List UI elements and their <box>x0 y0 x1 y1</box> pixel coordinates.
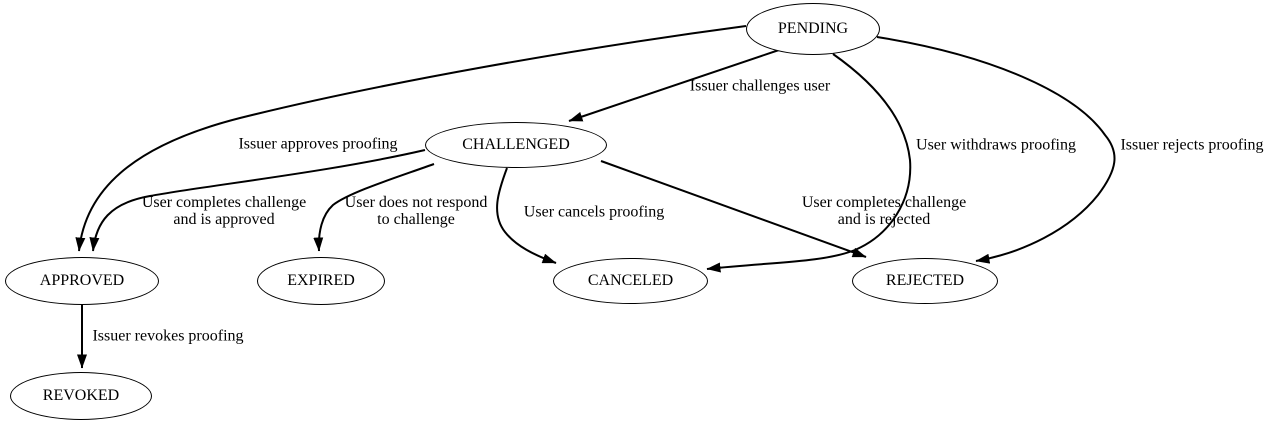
node-expired: EXPIRED <box>257 257 385 305</box>
node-revoked: REVOKED <box>10 372 152 420</box>
edge-label-line1: User completes challenge <box>141 194 307 211</box>
node-pending: PENDING <box>746 3 880 55</box>
edge-label-text: Issuer challenges user <box>689 77 831 95</box>
node-rejected: REJECTED <box>852 258 998 304</box>
edge-pending-rejected <box>876 36 1116 264</box>
edge-label-text: Issuer revokes proofing <box>92 327 244 345</box>
edge-challenged-rejected <box>600 160 867 258</box>
node-canceled-label: CANCELED <box>587 272 674 289</box>
node-pending-label: PENDING <box>777 20 849 37</box>
edge-pending-canceled <box>706 53 912 273</box>
edge-label-pending-challenged: Issuer challenges user <box>690 78 830 95</box>
edge-label-line1: User does not respond <box>344 194 488 211</box>
edge-label-text: User cancels proofing <box>523 203 665 221</box>
edge-label-text: Issuer rejects proofing <box>1120 136 1264 154</box>
edge-label-pending-rejected: Issuer rejects proofing <box>1120 137 1263 154</box>
edge-label-line2: to challenge <box>377 211 455 228</box>
edge-challenged-canceled <box>496 167 557 264</box>
node-challenged-label: CHALLENGED <box>462 136 570 153</box>
node-approved: APPROVED <box>5 257 159 305</box>
node-revoked-label: REVOKED <box>42 387 120 404</box>
node-expired-label: EXPIRED <box>287 272 355 289</box>
edge-label-pending-canceled: User withdraws proofing <box>916 137 1076 154</box>
edge-label-challenged-rejected: User completes challenge and is rejected <box>802 194 966 228</box>
edge-pending-approved <box>75 25 747 252</box>
edge-label-text: Issuer approves proofing <box>238 135 398 153</box>
edge-challenged-expired <box>313 163 435 252</box>
edge-label-pending-approved: Issuer approves proofing <box>238 136 397 153</box>
edge-pending-challenged <box>568 49 780 122</box>
edge-label-challenged-expired: User does not respond to challenge <box>345 194 488 228</box>
edge-label-challenged-canceled: User cancels proofing <box>524 204 664 221</box>
node-approved-label: APPROVED <box>39 272 125 289</box>
node-rejected-label: REJECTED <box>885 272 965 289</box>
edge-label-line1: User completes challenge <box>801 194 967 211</box>
edge-challenged-approved <box>89 149 426 252</box>
edge-label-line2: and is rejected <box>837 211 931 228</box>
edge-label-text: User withdraws proofing <box>916 136 1076 154</box>
node-challenged: CHALLENGED <box>425 122 607 168</box>
edge-label-line2: and is approved <box>173 211 275 228</box>
node-canceled: CANCELED <box>553 258 708 304</box>
edge-label-approved-revoked: Issuer revokes proofing <box>92 328 243 345</box>
edge-label-challenged-approved: User completes challenge and is approved <box>142 194 306 228</box>
